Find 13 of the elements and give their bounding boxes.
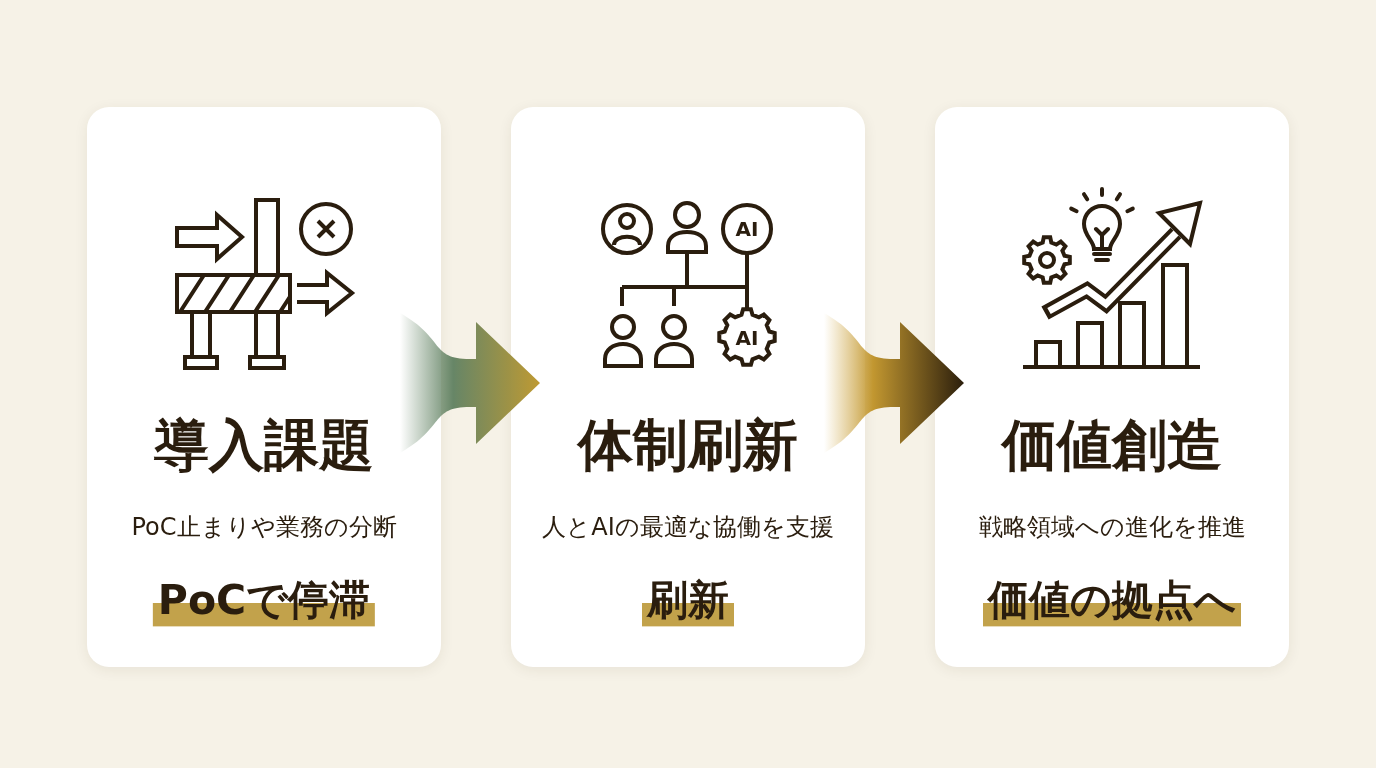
card-title: 価値創造 bbox=[1002, 413, 1222, 477]
card bbox=[935, 107, 1289, 667]
card bbox=[87, 107, 441, 667]
card-subtitle: PoC止まりや業務の分断 bbox=[131, 512, 397, 542]
card-title: 体制刷新 bbox=[578, 413, 798, 477]
icon-label: AI bbox=[735, 327, 759, 349]
arrow bbox=[400, 313, 540, 453]
card-subtitle: 戦略領域への進化を推進 bbox=[978, 512, 1246, 542]
card bbox=[511, 107, 865, 667]
card-subtitle: 人とAIの最適な協働を支援 bbox=[542, 512, 834, 542]
arrow bbox=[824, 313, 964, 453]
icon-label: AI bbox=[735, 218, 759, 240]
card-title: 導入課題 bbox=[154, 413, 374, 477]
